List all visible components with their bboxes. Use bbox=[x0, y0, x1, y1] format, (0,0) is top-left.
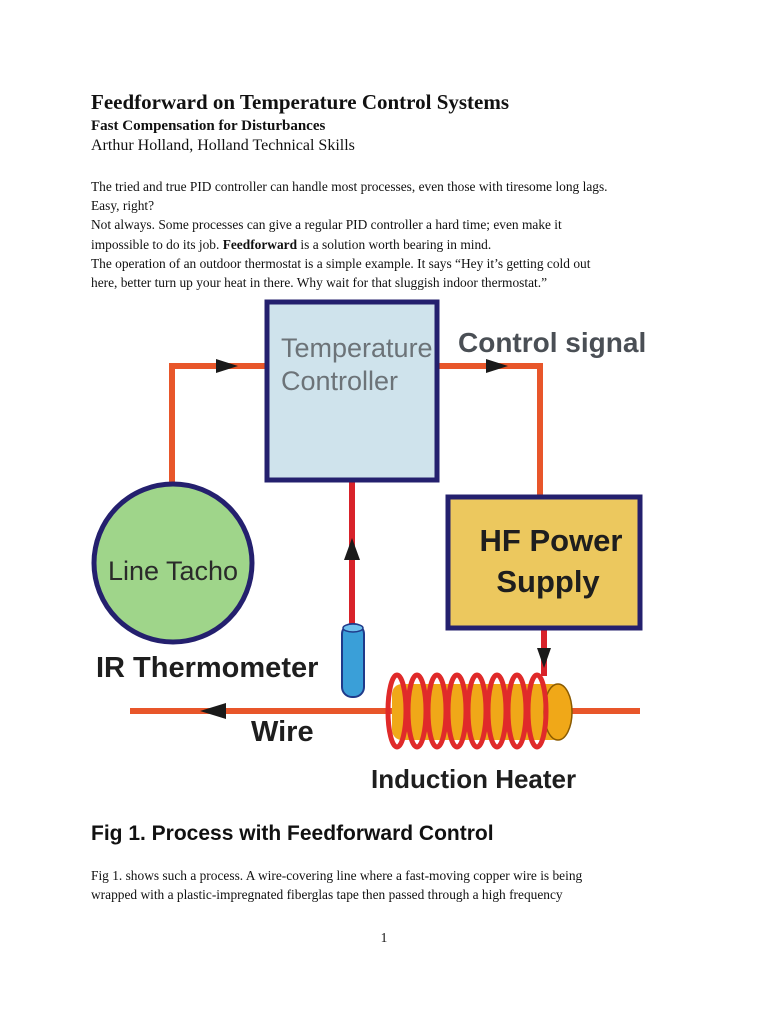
arrow-up-icon bbox=[344, 538, 360, 560]
document-title: Feedforward on Temperature Control Syste… bbox=[91, 90, 510, 114]
document-subtitle: Fast Compensation for Disturbances bbox=[91, 118, 326, 134]
power-supply-label: HF Power bbox=[480, 523, 623, 558]
controller-label: Controller bbox=[281, 366, 398, 396]
arrow-right-icon bbox=[486, 359, 508, 373]
control-signal-line bbox=[437, 363, 543, 497]
induction-heater-label: Induction Heater bbox=[371, 764, 576, 794]
document-author: Arthur Holland, Holland Technical Skills bbox=[91, 137, 355, 154]
figure-caption: Fig 1. Process with Feedforward Control bbox=[91, 822, 494, 845]
control-signal-label: Control signal bbox=[458, 327, 646, 358]
intro-line: Not always. Some processes can give a re… bbox=[91, 217, 562, 233]
thermometer-cap bbox=[342, 623, 364, 633]
arrow-down-icon bbox=[537, 648, 551, 668]
intro-text: impossible to do its job. bbox=[91, 236, 223, 252]
arrow-left-icon bbox=[200, 703, 226, 719]
feedforward-term: Feedforward bbox=[222, 236, 298, 252]
intro-line: here, better turn up your heat in there.… bbox=[91, 275, 548, 291]
wire-label: Wire bbox=[251, 716, 314, 748]
intro-line: The tried and true PID controller can ha… bbox=[91, 179, 608, 194]
ir-thermometer-icon bbox=[341, 623, 365, 698]
body-line: wrapped with a plastic-impregnated fiber… bbox=[91, 887, 563, 903]
feedforward-process-diagram: Temperature Controller Control signal HF… bbox=[91, 299, 646, 794]
controller-label: Temperature bbox=[281, 333, 433, 363]
intro-text: is a solution worth bearing in mind. bbox=[297, 236, 492, 252]
intro-line: Easy, right? bbox=[91, 198, 155, 214]
temperature-controller-box bbox=[264, 299, 440, 483]
intro-line: The operation of an outdoor thermostat i… bbox=[91, 255, 591, 271]
line-tacho-label: Line Tacho bbox=[108, 556, 238, 586]
heater-core bbox=[392, 684, 562, 740]
arrow-right-icon bbox=[216, 359, 238, 373]
ir-thermometer-label: IR Thermometer bbox=[96, 652, 318, 684]
body-line: Fig 1. shows such a process. A wire-cove… bbox=[91, 868, 583, 883]
hf-power-supply-box bbox=[445, 494, 643, 631]
intro-paragraph: The tried and true PID controller can ha… bbox=[91, 177, 691, 292]
intro-line: impossible to do its job. Feedforward is… bbox=[91, 235, 691, 254]
tacho-to-controller-line bbox=[169, 363, 268, 485]
body-paragraph: Fig 1. shows such a process. A wire-cove… bbox=[91, 866, 691, 904]
power-supply-label: Supply bbox=[496, 564, 600, 599]
line-tacho-circle bbox=[91, 481, 255, 645]
induction-coil-icon bbox=[385, 672, 549, 750]
page-number: 1 bbox=[380, 930, 388, 945]
